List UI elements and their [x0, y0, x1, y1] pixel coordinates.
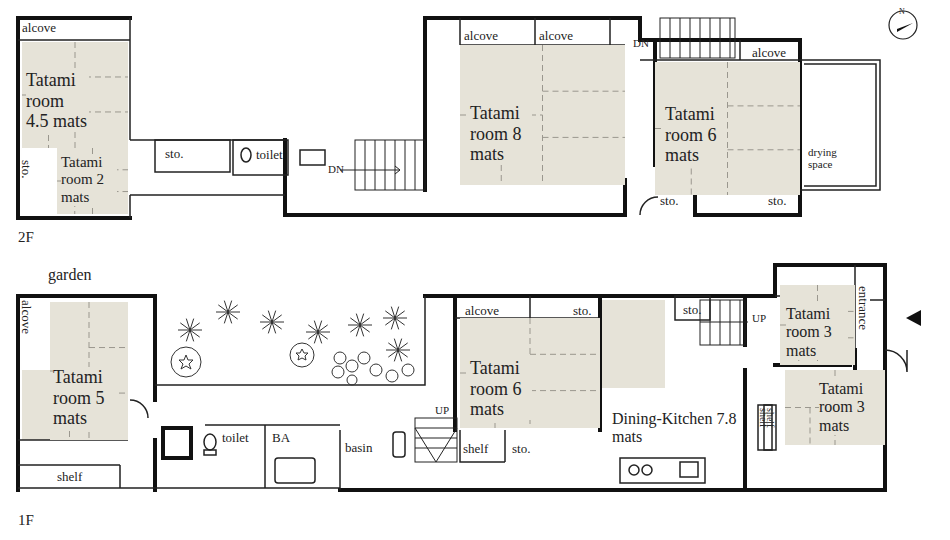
- plan-label: shelf: [765, 408, 775, 427]
- tatami-room: Tatami room 6 mats: [655, 62, 800, 195]
- plan-label: shelf: [57, 470, 82, 484]
- plan-label: DN: [633, 37, 649, 49]
- plan-label: UP: [435, 404, 449, 416]
- plan-label: Dining-Kitchen 7.8 mats: [612, 410, 742, 445]
- plan-label: sto.: [683, 303, 701, 317]
- room-label: Tatami room 4.5 mats: [26, 70, 89, 132]
- tatami-room: Tatami room 4.5 mats: [22, 42, 128, 148]
- room-label: Tatami room 3 mats: [786, 305, 848, 360]
- plan-label: drying space: [808, 146, 860, 170]
- plan-label: alcove: [539, 29, 573, 43]
- plan-label: sto.: [573, 304, 591, 318]
- plan-label: DN: [328, 163, 344, 175]
- plan-label: 1F: [18, 512, 34, 529]
- plan-label: alcove: [752, 46, 786, 60]
- plan-label: sto.: [512, 442, 530, 456]
- plan-label: toilet: [222, 431, 249, 445]
- room-label: Tatami room 5 mats: [53, 367, 116, 429]
- plan-label: sto.: [768, 194, 786, 208]
- plan-label: basin: [345, 441, 372, 455]
- plan-label: sto.: [660, 194, 678, 208]
- room-label: Tatami room 6 mats: [665, 104, 727, 166]
- plan-label: sto.: [165, 147, 183, 161]
- plan-label: 2F: [18, 229, 34, 246]
- room-label: Tatami room 8 mats: [470, 103, 532, 165]
- plan-label: alcove: [20, 300, 33, 334]
- plan-label: alcove: [465, 304, 499, 318]
- tatami-room: Tatami room 5 mats: [50, 302, 128, 440]
- plan-label: UP: [752, 312, 766, 324]
- plan-label: alcove: [464, 29, 498, 43]
- room-label: Tatami room 6 mats: [470, 358, 532, 420]
- plan-label: shelf: [463, 442, 488, 456]
- plan-label: sto.: [20, 160, 33, 178]
- tatami-room: Tatami room 6 mats: [460, 318, 600, 428]
- plan-label: alcove: [22, 21, 56, 35]
- room-label: Tatami room 2 mats: [61, 154, 117, 206]
- plan-label: toilet: [256, 148, 283, 162]
- tatami-room: Tatami room 2 mats: [57, 148, 128, 214]
- plan-label: N: [899, 8, 905, 17]
- tatami-room: Tatami room 3 mats: [785, 370, 885, 445]
- plan-label: garden: [48, 266, 92, 284]
- tatami-room: Tatami room 8 mats: [460, 45, 625, 185]
- tatami-room: Tatami room 3 mats: [780, 285, 855, 365]
- room-label: Tatami room 3 mats: [819, 380, 881, 435]
- plan-label: entrance: [857, 286, 870, 330]
- plan-label: BA: [272, 431, 290, 445]
